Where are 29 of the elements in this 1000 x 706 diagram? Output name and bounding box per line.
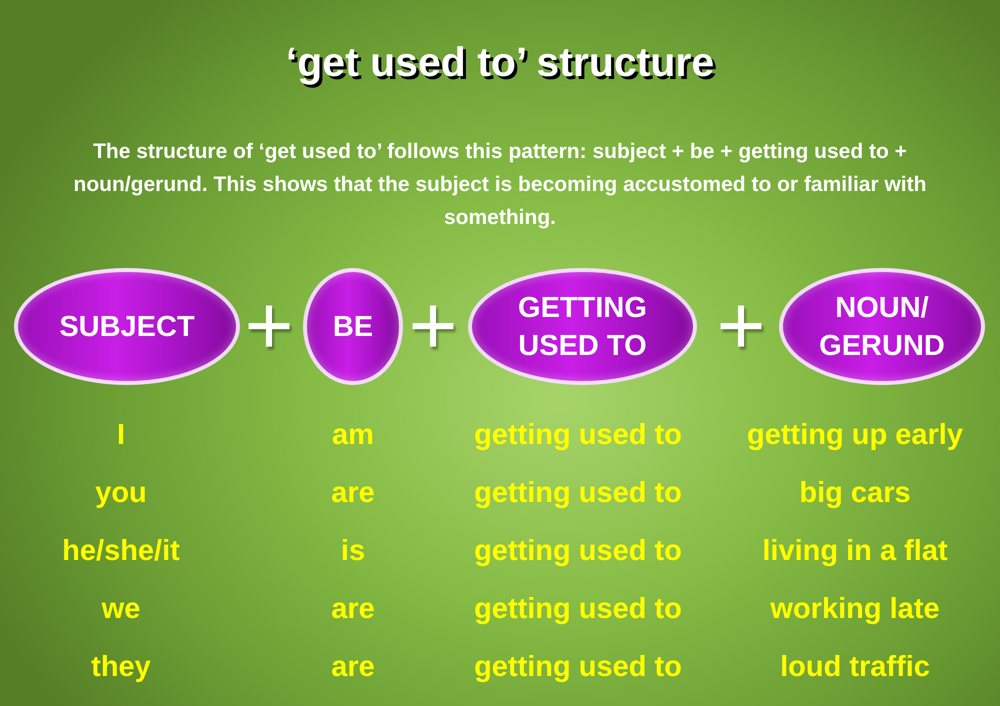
example-text: getting used to (474, 418, 682, 452)
example-text: getting used to (474, 476, 682, 510)
example-text: I (116, 418, 126, 452)
example-text: getting used to (474, 592, 682, 626)
plus-sign: + (244, 290, 294, 360)
example-text: are (331, 592, 375, 626)
example-text: getting used to (474, 650, 682, 684)
example-text: we (102, 592, 140, 626)
example-text: big cars (799, 476, 911, 510)
plus-sign: + (408, 290, 458, 360)
example-text: are (331, 650, 375, 684)
term-label: GETTING USED TO (517, 290, 648, 364)
example-text: they (91, 650, 151, 684)
term-label: BE (332, 310, 374, 344)
term-label: SUBJECT (58, 310, 196, 344)
example-text: are (331, 476, 375, 510)
example-text: getting up early (747, 418, 963, 452)
example-text: getting used to (474, 534, 682, 568)
example-text: you (95, 476, 147, 510)
example-text: loud traffic (780, 650, 930, 684)
example-text: living in a flat (762, 534, 948, 568)
example-text: am (332, 418, 374, 452)
term-label: NOUN/ GERUND (818, 290, 946, 364)
example-text: working late (770, 592, 940, 626)
description-text: The structure of ‘get used to’ follows this pattern: subject + be + getting used to + noun/gerund. This shows that the subject is becoming accustomed to or familiar with something. (72, 139, 928, 231)
example-text: he/she/it (62, 534, 180, 568)
example-text: is (340, 534, 366, 568)
plus-sign: + (716, 290, 766, 360)
title-text: ‘get used to’ structure (286, 38, 714, 86)
